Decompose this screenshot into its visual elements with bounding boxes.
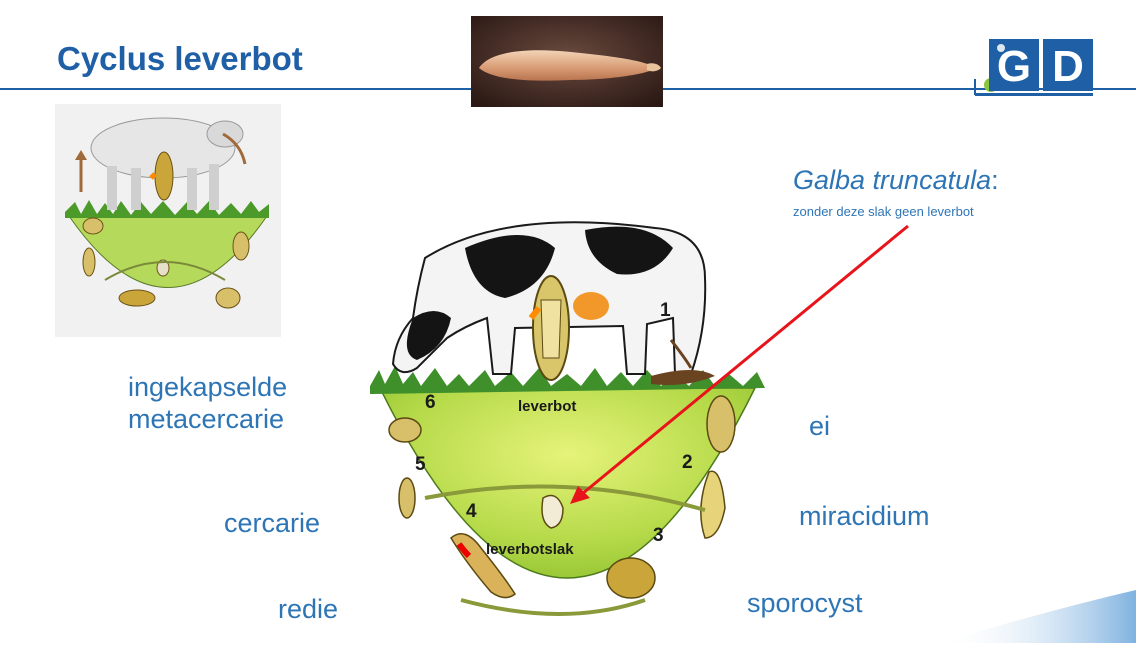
galba-species-name: Galba truncatula — [793, 165, 991, 195]
decorative-corner-swoosh — [900, 570, 1136, 643]
label-metacercarie-line2: metacercarie — [128, 404, 287, 436]
label-cercarie: cercarie — [224, 508, 320, 540]
galba-note: zonder deze slak geen leverbot — [793, 204, 974, 219]
leverbotslak-label: leverbotslak — [486, 541, 574, 558]
stage-number-2: 2 — [682, 452, 693, 474]
stage-number-1: 1 — [660, 300, 671, 322]
label-sporocyst: sporocyst — [747, 588, 863, 620]
gd-logo: G D — [973, 39, 1095, 99]
galba-colon: : — [991, 165, 999, 195]
leverbot-label: leverbot — [518, 398, 576, 415]
stage-number-6: 6 — [425, 392, 436, 414]
label-metacercarie: ingekapselde metacercarie — [128, 372, 287, 436]
stage-number-4: 4 — [466, 501, 477, 523]
liver-fluke-cycle-diagram — [355, 208, 780, 643]
sheep-cycle-thumbnail — [55, 104, 281, 337]
label-redie: redie — [278, 594, 338, 626]
stage-number-5: 5 — [415, 454, 426, 476]
liver-fluke-photo — [471, 16, 663, 107]
svg-text:D: D — [1052, 42, 1084, 91]
label-ei: ei — [809, 411, 830, 443]
slide-title: Cyclus leverbot — [57, 40, 303, 78]
galba-heading: Galba truncatula: — [793, 165, 999, 196]
label-miracidium: miracidium — [799, 501, 930, 533]
stage-number-3: 3 — [653, 525, 664, 547]
label-metacercarie-line1: ingekapselde — [128, 372, 287, 404]
